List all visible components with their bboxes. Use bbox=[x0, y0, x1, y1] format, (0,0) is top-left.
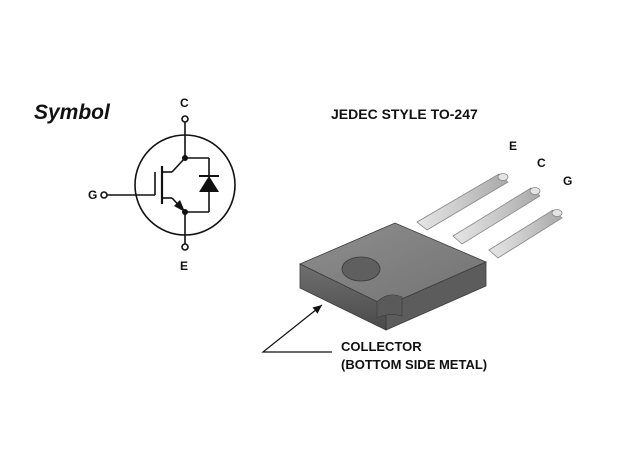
lead-c-tip bbox=[529, 187, 541, 195]
igbt-symbol bbox=[100, 115, 236, 251]
mounting-hole bbox=[341, 256, 381, 282]
to247-package bbox=[299, 173, 563, 331]
symbol-pin-c-label: C bbox=[180, 96, 189, 110]
collector-callout-line1: COLLECTOR bbox=[341, 339, 422, 354]
package-side-face bbox=[385, 261, 487, 331]
collector-terminal bbox=[181, 115, 189, 123]
package-lead-g-label: G bbox=[563, 174, 572, 188]
symbol-pin-e-label: E bbox=[180, 259, 188, 273]
package-notch bbox=[376, 294, 403, 319]
package-lead-c-label: C bbox=[537, 156, 546, 170]
collector-leader-arrow bbox=[261, 304, 332, 353]
emitter-terminal bbox=[181, 243, 189, 251]
emitter-arrow bbox=[174, 200, 185, 212]
collector-callout-line2: (BOTTOM SIDE METAL) bbox=[341, 357, 487, 372]
package-heading: JEDEC STYLE TO-247 bbox=[331, 106, 478, 122]
lead-c bbox=[452, 187, 541, 245]
gate-terminal bbox=[100, 191, 108, 199]
symbol-pin-g-label: G bbox=[88, 188, 97, 202]
symbol-title: Symbol bbox=[34, 101, 111, 124]
diode-triangle bbox=[199, 176, 219, 192]
package-leads bbox=[416, 173, 563, 259]
package-lead-e-label: E bbox=[509, 139, 517, 153]
lead-e bbox=[416, 173, 509, 231]
collector-diag bbox=[171, 157, 186, 173]
lead-e-tip bbox=[497, 173, 509, 181]
lead-g bbox=[488, 209, 563, 259]
lead-g-tip bbox=[551, 209, 563, 217]
